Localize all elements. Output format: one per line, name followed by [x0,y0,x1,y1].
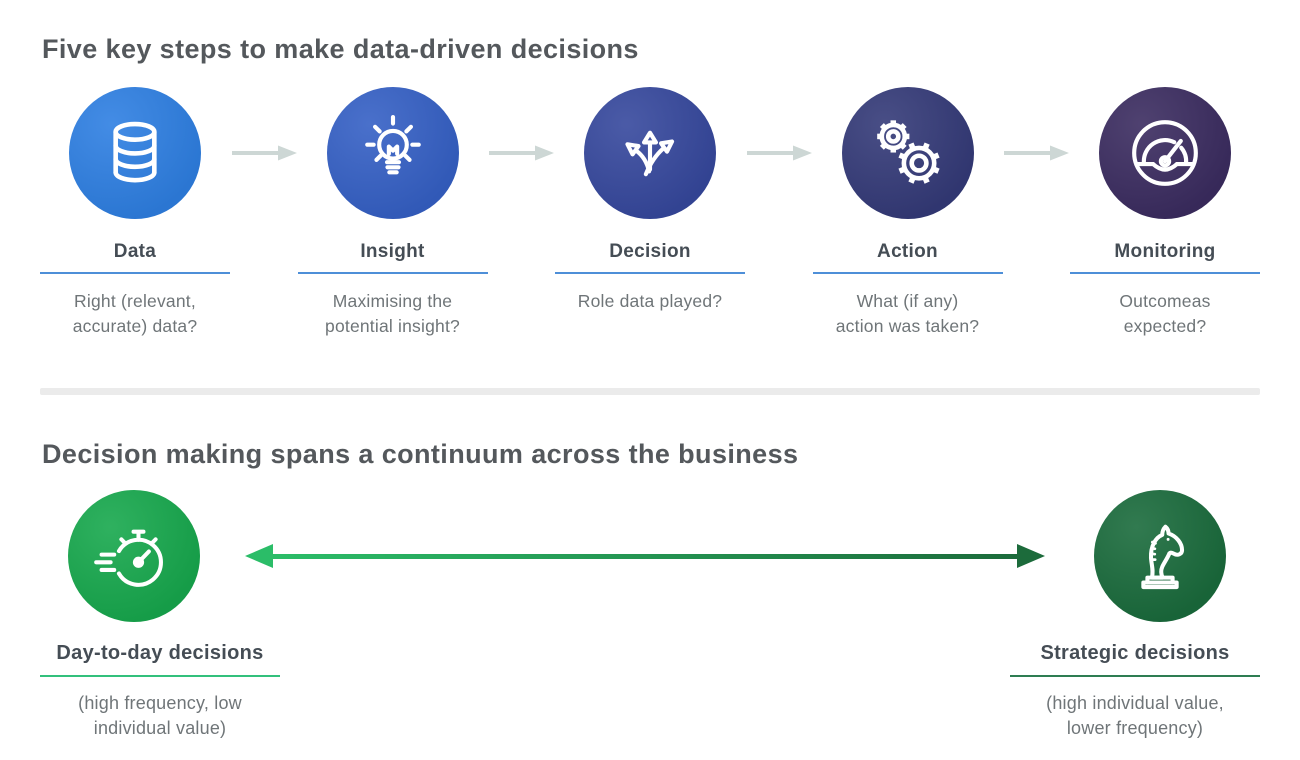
arrow-head-right-icon [1017,544,1045,568]
step-decision: Decision Role data played? [555,87,745,314]
action-circle [841,87,974,219]
step-label: Action [877,241,938,262]
stopwatch-icon [94,529,163,587]
database-icon [113,121,157,183]
branching-arrows-icon [625,130,675,177]
step-label: Data [113,241,157,262]
monitoring-circle [1099,87,1231,219]
connector-arrow-1 [230,87,298,161]
right-arrow-icon [489,145,555,161]
data-circle [69,87,201,219]
step-label: Decision [609,241,691,262]
step-data: Data Right (relevant, accurate) data? [40,87,230,338]
insight-circle [326,87,459,219]
day-to-day-label: Day-to-day decisions [56,642,264,664]
step-underline [812,272,1003,274]
gauge-icon [1132,120,1198,186]
gears-icon [876,120,940,184]
right-arrow-icon [231,145,297,161]
strategic-label: Strategic decisions [1040,642,1230,664]
connector-arrow-2 [488,87,556,161]
step-insight: Insight Maximising the potential insight… [297,87,488,338]
continuum-double-arrow [245,544,1045,568]
strategic-column: Strategic decisions (high individual val… [1010,490,1260,741]
step-label: Insight [360,241,425,262]
step-underline [297,272,488,274]
step-underline [1070,272,1260,274]
section-divider [40,388,1260,395]
strategic-underline [1010,675,1260,677]
arrow-head-left-icon [245,544,273,568]
step-label: Monitoring [1114,241,1216,262]
step-action: Action What (if any) action was taken? [812,87,1003,338]
right-arrow-icon [746,145,812,161]
section2-title: Decision making spans a continuum across… [42,439,799,469]
day-to-day-description: (high frequency, low individual value) [78,693,242,739]
step-description: Maximising the potential insight? [325,291,460,336]
connector-arrow-3 [745,87,813,161]
step-description: Outcomeas expected? [1119,291,1211,336]
step-monitoring: Monitoring Outcomeas expected? [1070,87,1260,338]
step-description: What (if any) action was taken? [835,291,980,336]
step-description: Right (relevant, accurate) data? [72,291,198,336]
day-to-day-underline [40,675,280,677]
steps-row: Data Right (relevant, accurate) data? [40,87,1260,338]
decision-circle [584,87,716,219]
right-arrow-icon [1004,145,1070,161]
strategic-description: (high individual value, lower frequency) [1046,693,1224,739]
lightbulb-icon [364,115,421,175]
step-description: Role data played? [577,291,723,311]
step-underline [40,272,230,274]
step-underline [555,272,745,274]
day-to-day-column: Day-to-day decisions (high frequency, lo… [40,490,280,741]
section1-title: Five key steps to make data-driven decis… [42,34,639,64]
continuum-row: Day-to-day decisions (high frequency, lo… [40,490,1260,741]
chess-knight-icon [1141,524,1185,590]
day-to-day-circle [68,490,200,622]
arrow-line [273,553,1017,559]
strategic-circle [1094,490,1226,622]
connector-arrow-4 [1003,87,1071,161]
